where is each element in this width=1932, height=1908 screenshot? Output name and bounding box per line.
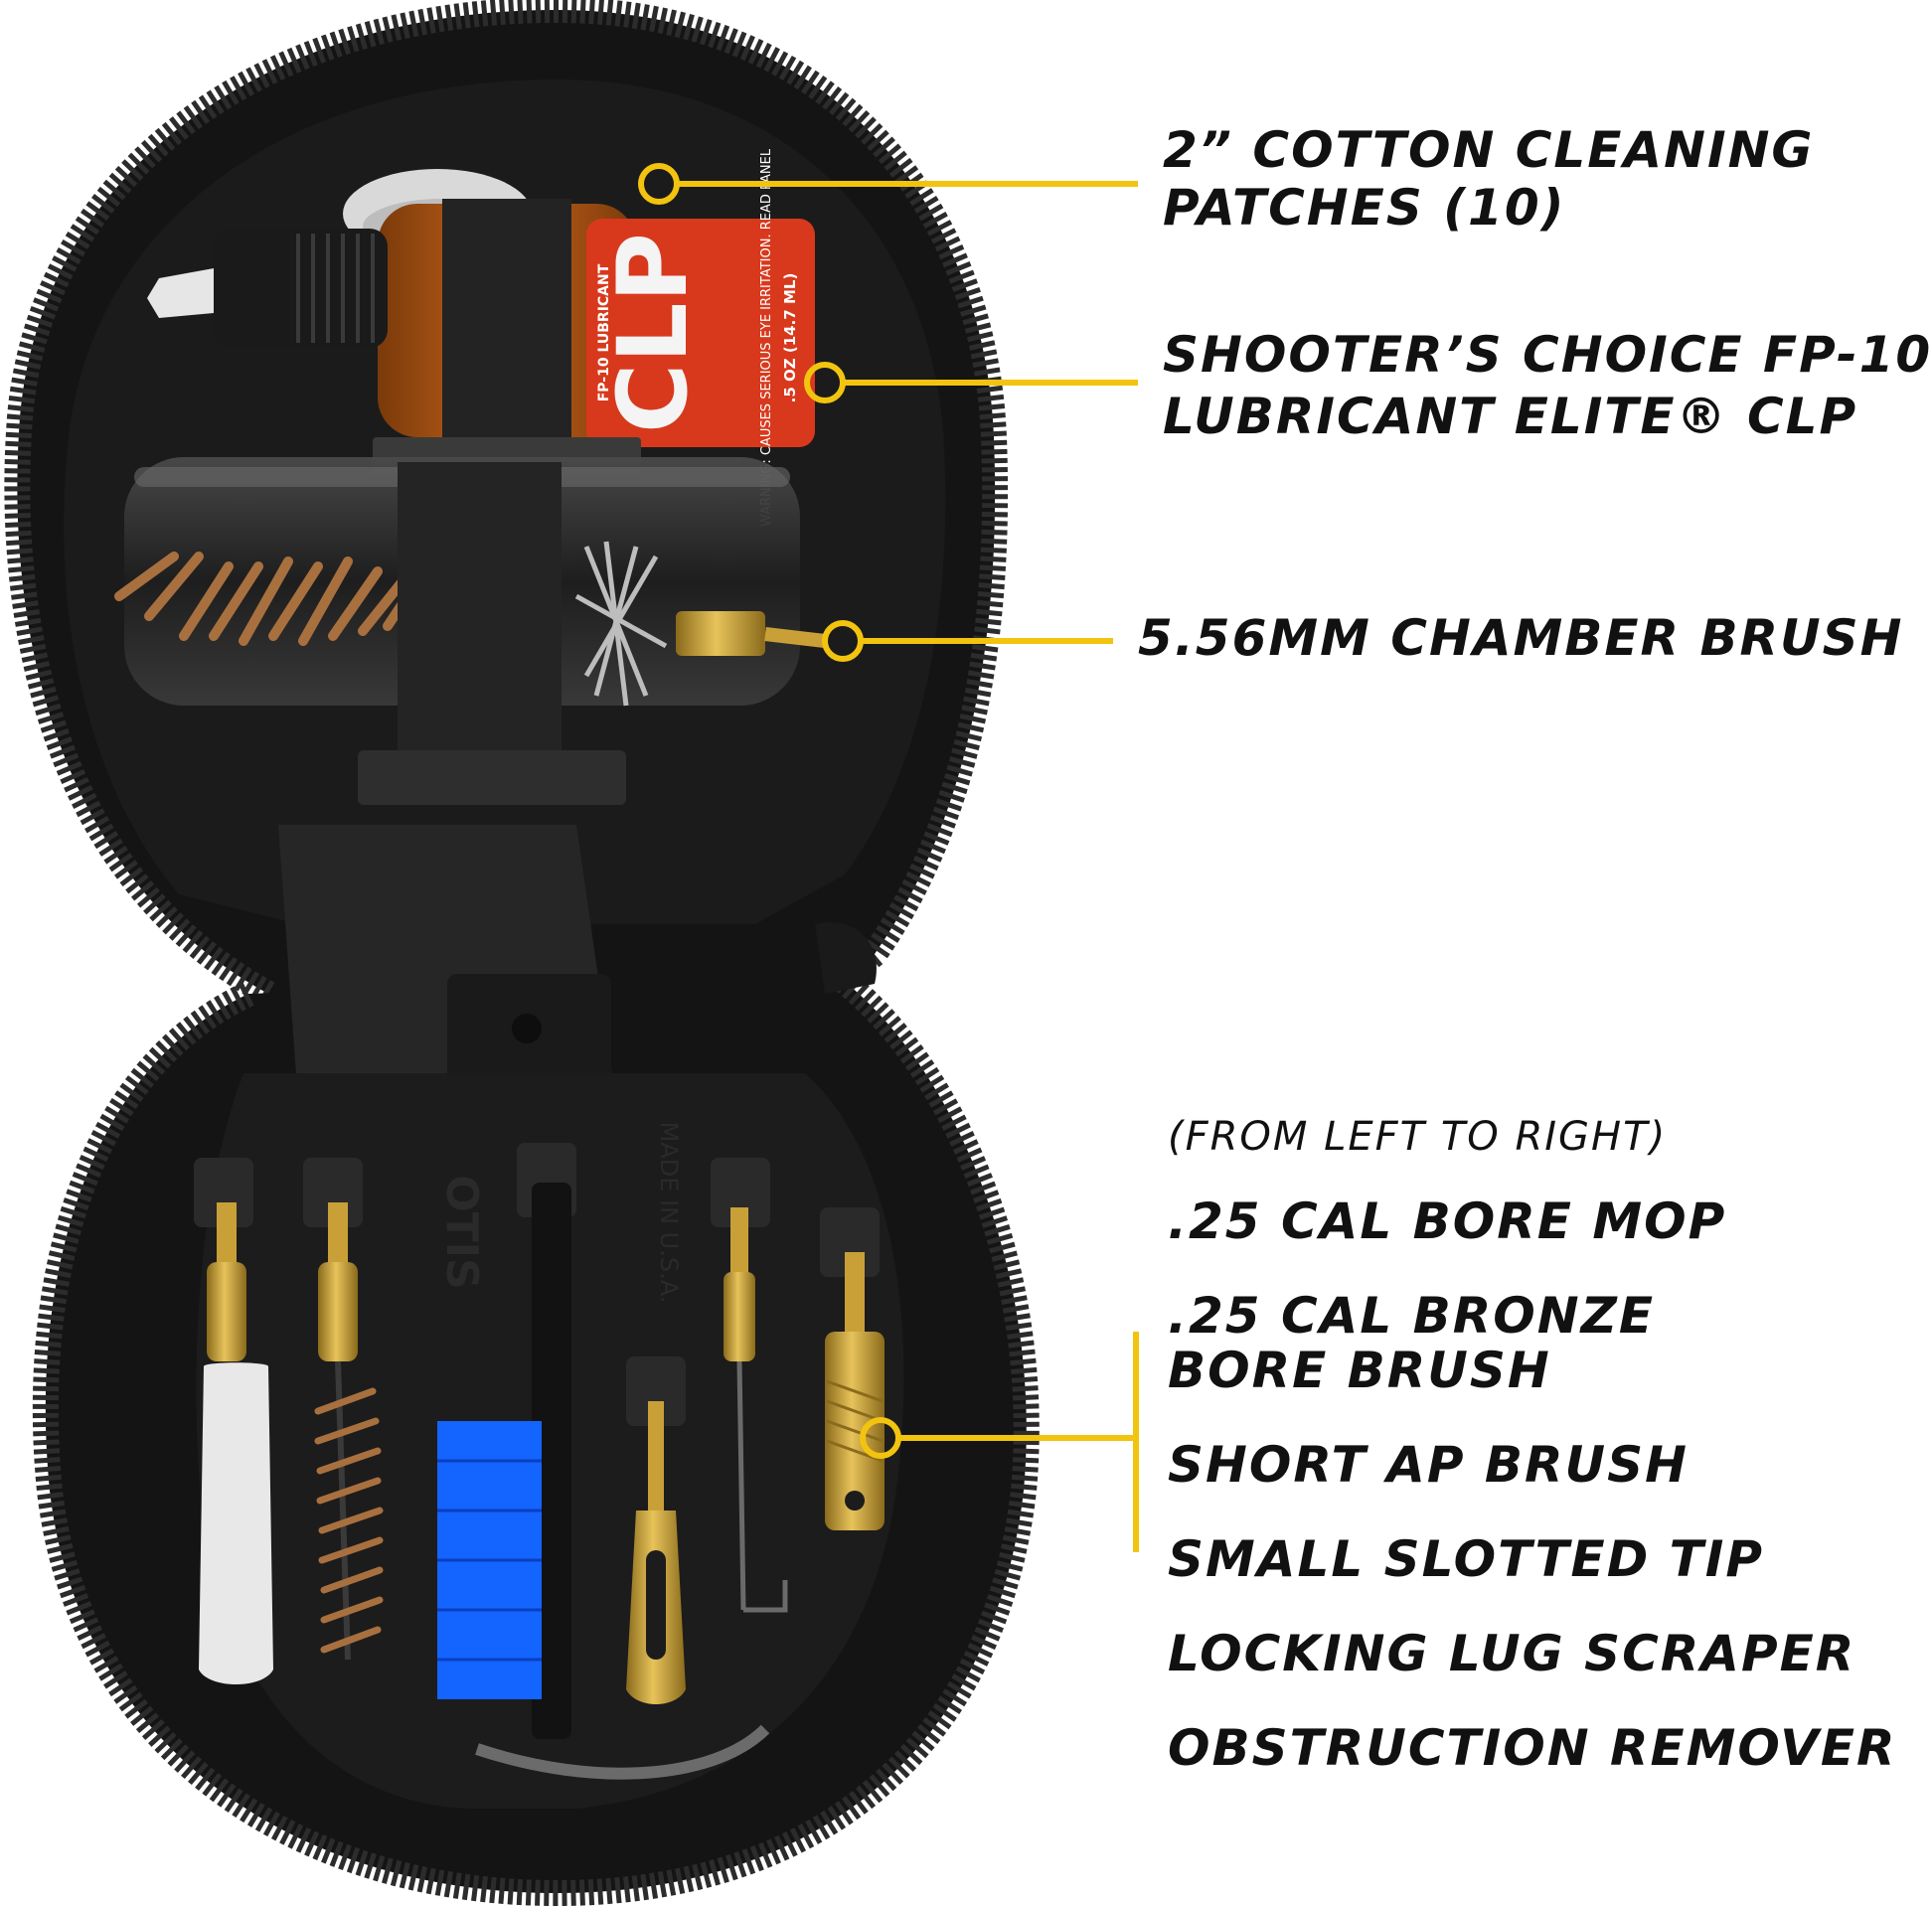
elastic-strap-top — [442, 199, 571, 457]
case-bottom-half: OTIS MADE IN U.S.A. — [32, 825, 1040, 1907]
slotted-tip-tool — [626, 1401, 686, 1704]
tool-label-bronze-line1: .25 CAL BRONZE — [1168, 1287, 1656, 1345]
clp-bottle: CLP WARNING: CAUSES SERIOUS EYE IRRITATI… — [147, 148, 815, 527]
bronze-bore-brush-tool — [314, 1202, 384, 1661]
elastic-strap-tube — [398, 462, 562, 755]
tray-origin: MADE IN U.S.A. — [655, 1122, 683, 1304]
chamber-brush-label: 5.56MM CHAMBER BRUSH — [1138, 609, 1904, 667]
callout-lines — [638, 163, 1139, 1552]
tool-label-slotted-tip: SMALL SLOTTED TIP — [1168, 1530, 1764, 1588]
case-top-half: CLP WARNING: CAUSES SERIOUS EYE IRRITATI… — [4, 0, 1009, 1014]
patches-label-line2: PATCHES (10) — [1163, 179, 1566, 237]
dropper-tip — [147, 268, 214, 318]
clp-label-line1: SHOOTER’S CHOICE FP-10 — [1163, 326, 1932, 384]
bottle-brand: CLP — [597, 233, 709, 433]
tray-brand: OTIS — [436, 1175, 487, 1289]
short-ap-brush-tool — [437, 1183, 571, 1739]
tool-label-bronze-line2: BORE BRUSH — [1168, 1342, 1551, 1399]
obstruction-remover-tool — [825, 1252, 885, 1530]
zipper-pull — [815, 922, 877, 994]
bottle-label — [586, 219, 815, 447]
strap-clip-lower — [358, 750, 626, 805]
bottle-side-text: FP-10 LUBRICANT — [596, 263, 612, 401]
tool-label-lug-scraper: LOCKING LUG SCRAPER — [1168, 1625, 1856, 1682]
tools-order-note: (FROM LEFT TO RIGHT) — [1168, 1114, 1668, 1160]
tool-label-ap-brush: SHORT AP BRUSH — [1168, 1436, 1689, 1494]
chamber-brush-brass-adapter — [676, 611, 765, 656]
locking-lug-scraper-tool — [724, 1207, 788, 1613]
patches-label-line1: 2” COTTON CLEANING — [1163, 121, 1815, 179]
bottle-warning: WARNING: CAUSES SERIOUS EYE IRRITATION. … — [759, 148, 774, 527]
bottle-cap — [214, 229, 388, 348]
steel-chamber-bristles — [574, 541, 668, 707]
tool-label-obstruction-remover: OBSTRUCTION REMOVER — [1168, 1719, 1897, 1777]
bottle-volume: .5 OZ (14.7 ML) — [781, 273, 799, 403]
bore-mop-tool — [199, 1202, 273, 1684]
tool-label-bore-mop: .25 CAL BORE MOP — [1168, 1192, 1727, 1250]
clp-label-line2: LUBRICANT ELITE® CLP — [1163, 388, 1858, 445]
cable — [475, 1724, 770, 1780]
bore-mop — [199, 1362, 273, 1684]
